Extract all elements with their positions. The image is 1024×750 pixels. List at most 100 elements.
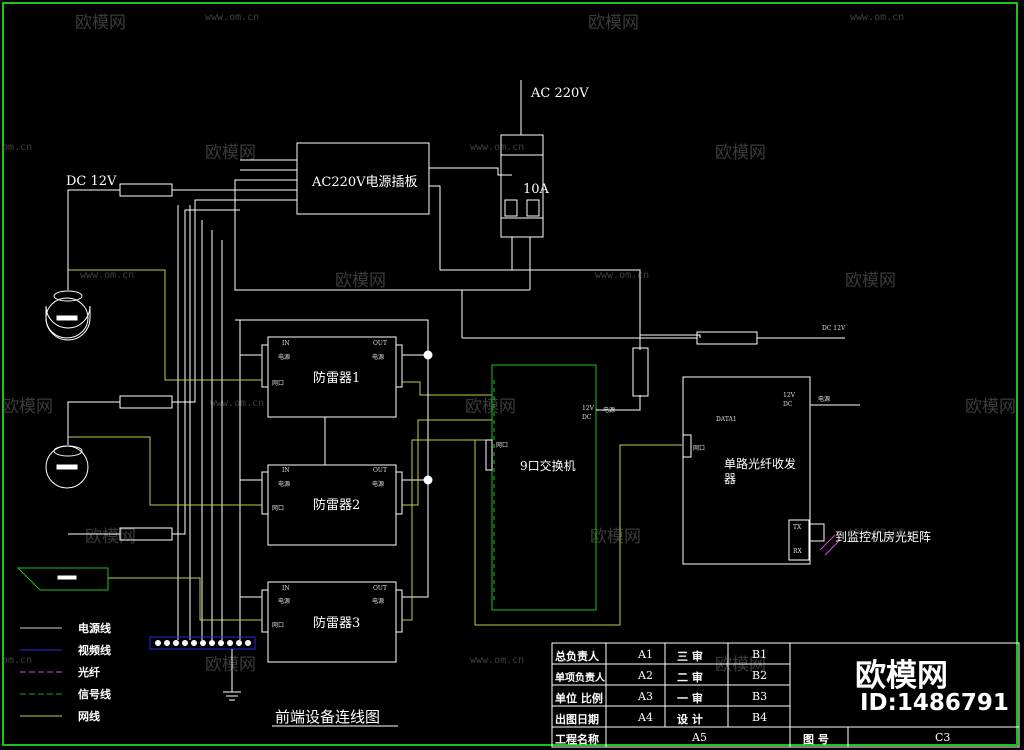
brand-id: ID:1486791 — [860, 690, 1009, 716]
transceiver-data1: DATA1 — [716, 416, 737, 423]
arrester-1-out: OUT — [373, 340, 387, 347]
tb-row2-key: 单项负责人 — [555, 673, 605, 684]
dc-12v-small-label: DC 12V — [822, 325, 846, 332]
arrester-3-in: IN — [282, 585, 290, 592]
terminal-strip — [149, 636, 256, 650]
breaker-10a — [500, 134, 544, 238]
arrester-1-power: 电源 — [278, 354, 291, 361]
watermark-brand: 欧模网 — [2, 397, 53, 417]
tb-row2-m: 二 审 — [677, 671, 703, 684]
watermark-url: om.cn — [2, 142, 33, 153]
power-strip-label: AC220V电源插板 — [312, 175, 418, 190]
tb-row1-b: B1 — [752, 648, 768, 661]
tb-row2-a: A2 — [638, 669, 653, 682]
arrester-2-power-out: 电源 — [372, 481, 385, 488]
arrester-1-label: 防雷器1 — [313, 371, 361, 386]
watermark-brand: 欧模网 — [590, 527, 641, 547]
switch-lan: 网口 — [496, 442, 509, 449]
power-adapter-1 — [119, 183, 173, 197]
dome-camera-1 — [45, 263, 91, 341]
watermark-brand: 欧模网 — [205, 143, 256, 163]
to-monitor-room-label: 到监控机房光矩阵 — [835, 530, 932, 544]
arrester-3-lan: 网口 — [272, 622, 285, 629]
arrester-3-label: 防雷器3 — [313, 616, 361, 631]
switch-power: 电源 — [603, 407, 616, 414]
tb-row3-b: B3 — [752, 690, 768, 703]
switch-power-adapter — [632, 347, 649, 397]
transceiver-rx: RX — [793, 548, 802, 555]
tb-row4-a: A4 — [638, 711, 653, 724]
tb-row3-m: 一 审 — [677, 692, 703, 705]
legend-signal: 信号线 — [78, 688, 111, 701]
breaker-rating-label: 10A — [523, 182, 549, 197]
arrester-2-in: IN — [282, 467, 290, 474]
transceiver-power: 电源 — [818, 396, 831, 403]
watermark-url: www.om.cn — [80, 270, 135, 281]
transceiver-lan: 网口 — [693, 445, 706, 452]
tb-row4-m: 设 计 — [677, 713, 703, 726]
tb-row1-a: A1 — [638, 648, 653, 661]
tb-row1-m: 三 审 — [677, 650, 703, 663]
watermark-brand: 欧模网 — [335, 271, 386, 291]
legend-fiber: 光纤 — [78, 666, 100, 679]
watermark-brand: 欧模网 — [588, 13, 639, 33]
watermark-brand: 欧模网 — [465, 397, 516, 417]
power-adapter-2 — [119, 395, 173, 409]
watermark-url: www.om.cn — [850, 12, 905, 23]
watermark-url: www.om.cn — [470, 655, 525, 666]
watermark-url: www.om.cn — [850, 526, 905, 537]
legend-network: 网线 — [78, 710, 100, 723]
transceiver-tx: TX — [793, 524, 802, 531]
watermark-brand: 欧模网 — [75, 13, 126, 33]
arrester-3-power-out: 电源 — [372, 598, 385, 605]
switch-dc: DC — [582, 414, 592, 421]
transceiver-12v: 12V — [783, 392, 795, 399]
arrester-1-lan: 网口 — [272, 380, 285, 387]
switch-12v: 12V — [582, 405, 594, 412]
watermark-url: www.om.cn — [205, 12, 260, 23]
arrester-1-power-out: 电源 — [372, 354, 385, 361]
arrester-2-power: 电源 — [278, 481, 291, 488]
watermark-url: www.om.cn — [595, 270, 650, 281]
breaker-switch-left — [504, 199, 518, 217]
tb-row4-b: B4 — [752, 711, 768, 724]
breaker-switch-right — [526, 199, 540, 217]
title-block-grid — [551, 642, 1020, 748]
watermark-brand: 欧模网 — [715, 143, 766, 163]
transceiver-power-adapter — [696, 331, 758, 345]
arrester-3-out: OUT — [373, 585, 387, 592]
watermark-brand: 欧模网 — [965, 397, 1016, 417]
ac-220v-label: AC 220V — [531, 86, 589, 101]
power-adapter-3 — [119, 527, 173, 541]
tb-row3-a: A3 — [638, 690, 653, 703]
tb-drawing-no-label: 图 号 — [803, 733, 829, 746]
watermark-url: www.om.cn — [210, 398, 265, 409]
watermark-url: om.cn — [2, 655, 33, 666]
dome-camera-2 — [45, 430, 89, 489]
power-strip — [296, 142, 430, 215]
watermark-brand: 欧模网 — [205, 655, 256, 675]
diagram-title: 前端设备连线图 — [275, 708, 381, 726]
tb-row3-key: 单位 比例 — [555, 692, 603, 705]
arrester-3-power: 电源 — [278, 598, 291, 605]
tb-project-name-label: 工程名称 — [555, 733, 599, 746]
tb-project-name-value: A5 — [692, 731, 707, 744]
watermark-url: www.om.cn — [470, 142, 525, 153]
brand-logo: 欧模网 — [855, 658, 948, 694]
legend-power: 电源线 — [78, 622, 111, 635]
tb-row4-key: 出图日期 — [555, 713, 599, 726]
fiber-transceiver — [682, 376, 811, 565]
dc-12v-label: DC 12V — [66, 174, 117, 189]
network-switch — [491, 364, 597, 611]
watermark-brand: 欧模网 — [845, 271, 896, 291]
tb-row2-b: B2 — [752, 669, 768, 682]
arrester-2-label: 防雷器2 — [313, 498, 361, 513]
legend-video: 视频线 — [78, 644, 111, 657]
switch-label: 9口交换机 — [520, 459, 576, 473]
arrester-2-out: OUT — [373, 467, 387, 474]
arrester-1-in: IN — [282, 340, 290, 347]
tb-row1-key: 总负责人 — [555, 650, 599, 663]
